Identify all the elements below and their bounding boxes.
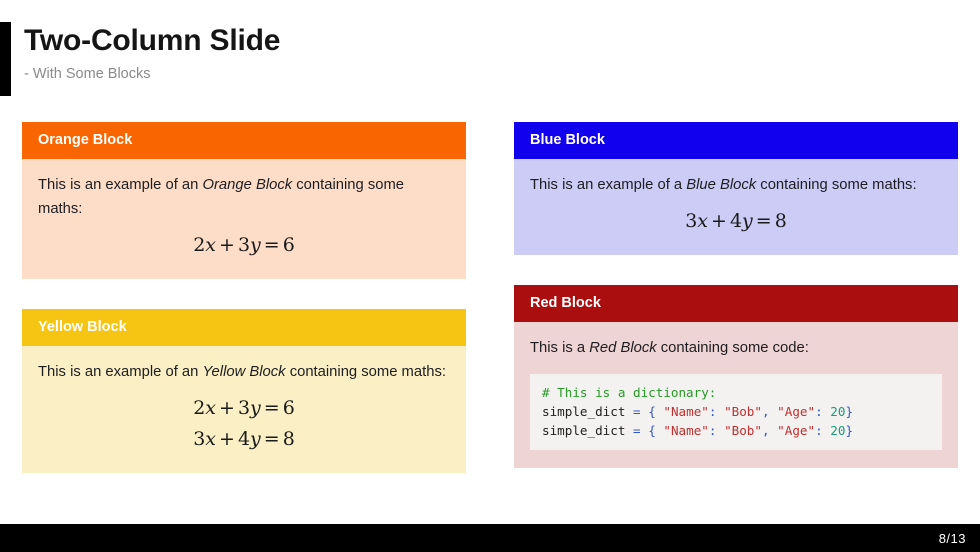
- orange-block-text: This is an example of an Orange Block co…: [38, 173, 450, 221]
- math-equation: 3x+4y=8: [193, 428, 295, 450]
- two-column-container: Orange Block This is an example of an Or…: [22, 122, 958, 473]
- yellow-math-group: 2x+3y=6 3x+4y=8: [38, 393, 450, 455]
- yellow-text-before: This is an example of an: [38, 364, 203, 380]
- yellow-block-body: This is an example of an Yellow Block co…: [22, 346, 466, 473]
- orange-block-body: This is an example of an Orange Block co…: [22, 159, 466, 279]
- orange-block: Orange Block This is an example of an Or…: [22, 122, 466, 279]
- page-title: Two-Column Slide: [24, 24, 281, 57]
- blue-math-group: 3x+4y=8: [530, 206, 942, 237]
- red-text-before: This is a: [530, 340, 590, 356]
- yellow-text-after: containing some maths:: [285, 364, 446, 380]
- blue-text-before: This is an example of a: [530, 177, 687, 193]
- orange-math-group: 2x+3y=6: [38, 230, 450, 261]
- red-block-text: This is a Red Block containing some code…: [530, 336, 942, 360]
- blue-block-text: This is an example of a Blue Block conta…: [530, 173, 942, 197]
- blue-block: Blue Block This is an example of a Blue …: [514, 122, 958, 255]
- slide-footer: 8/13: [0, 524, 980, 552]
- yellow-text-emphasis: Yellow Block: [202, 364, 286, 380]
- yellow-block: Yellow Block This is an example of an Ye…: [22, 309, 466, 473]
- math-equation: 3x+4y=8: [685, 210, 787, 232]
- title-text-group: Two-Column Slide - With Some Blocks: [11, 22, 280, 96]
- orange-block-header: Orange Block: [22, 122, 466, 159]
- slide-title-area: Two-Column Slide - With Some Blocks: [0, 22, 280, 96]
- orange-text-before: This is an example of an: [38, 177, 203, 193]
- right-column: Blue Block This is an example of a Blue …: [514, 122, 958, 473]
- math-equation: 2x+3y=6: [193, 397, 295, 419]
- code-snippet: # This is a dictionary: simple_dict = { …: [530, 374, 942, 450]
- blue-block-body: This is an example of a Blue Block conta…: [514, 159, 958, 255]
- blue-block-header: Blue Block: [514, 122, 958, 159]
- page-number: 8/13: [938, 530, 966, 546]
- red-text-emphasis: Red Block: [589, 340, 657, 356]
- yellow-block-header: Yellow Block: [22, 309, 466, 346]
- page-subtitle: - With Some Blocks: [24, 66, 151, 82]
- blue-text-after: containing some maths:: [756, 177, 917, 193]
- left-column: Orange Block This is an example of an Or…: [22, 122, 466, 473]
- blue-text-emphasis: Blue Block: [686, 177, 757, 193]
- title-accent-bar: [0, 22, 11, 96]
- orange-text-emphasis: Orange Block: [202, 177, 293, 193]
- red-block: Red Block This is a Red Block containing…: [514, 285, 958, 468]
- red-text-after: containing some code:: [656, 340, 809, 356]
- orange-text-after: containing some maths:: [38, 177, 405, 217]
- math-equation: 2x+3y=6: [193, 234, 295, 256]
- red-block-header: Red Block: [514, 285, 958, 322]
- yellow-block-text: This is an example of an Yellow Block co…: [38, 360, 450, 384]
- red-block-body: This is a Red Block containing some code…: [514, 322, 958, 468]
